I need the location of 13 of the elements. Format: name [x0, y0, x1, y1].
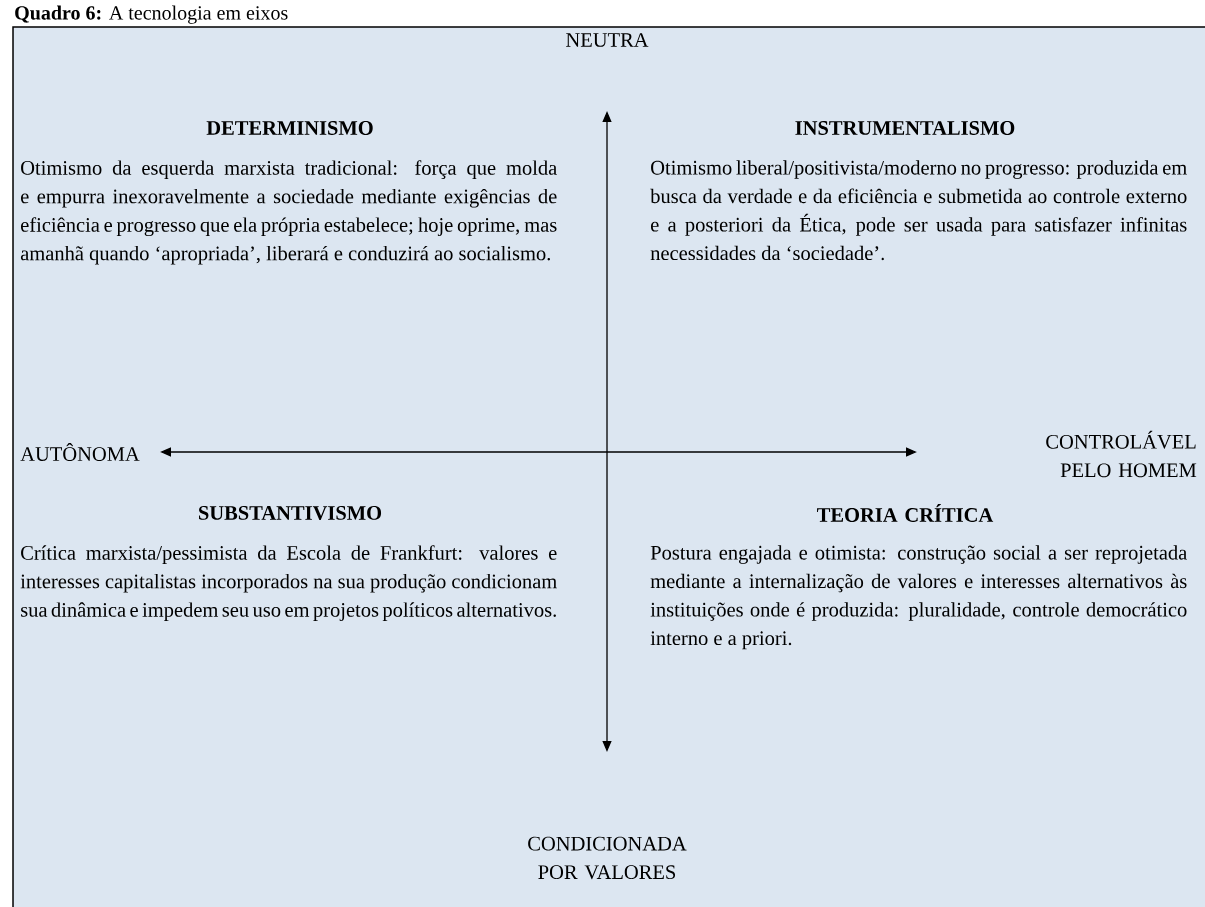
axis-label: CONDICIONADA POR VALORES	[528, 836, 687, 880]
quadrant-heading: SUBSTANTIVISMO	[199, 506, 382, 520]
quadrant-text: Crítica marxista/pessimista da Escola de Frankfurt: valores e interesses capitalistas incorporados na sua produção condicionam sua dinâmica e impedem seu uso em projetos políticos alternativos.	[20, 545, 557, 621]
title: Quadro 6: A tecnologia em eixos	[15, 5, 288, 24]
quadrant-text: Otimismo da esquerda marxista tradicional: força que molda e empurra inexoravelmente a sociedade mediante exigências de eficiência e progresso que ela própria estabelece; hoje oprime, mas amanhã quando ‘apropriada’, liberará e conduzirá ao socialismo.	[20, 160, 557, 265]
quadrant-heading: DETERMINISMO	[206, 121, 373, 135]
quadrant-heading: INSTRUMENTALISMO	[795, 121, 1015, 135]
axis-label: AUTÔNOMA	[20, 443, 140, 461]
axis-label: NEUTRA	[566, 33, 649, 47]
quadrant-text: Otimismo liberal/positivista/moderno no progresso: produzida em busca da verdade e da eficiência e submetida ao controle externo e a posteriori da Ética, pode ser usada para satisfazer infinitas necessidades da ‘sociedade’.	[650, 160, 1187, 261]
axis-label: CONTROLÁVEL PELO HOMEM	[1046, 430, 1197, 478]
quadrant-text: Postura engajada e otimista: construção social a ser reprojetada mediante a internalização de valores e interesses alternativos às instituições onde é produzida: pluralidade, controle democrático interno e a priori.	[650, 545, 1187, 650]
quadrant-heading: TEORIA CRÍTICA	[817, 504, 994, 522]
